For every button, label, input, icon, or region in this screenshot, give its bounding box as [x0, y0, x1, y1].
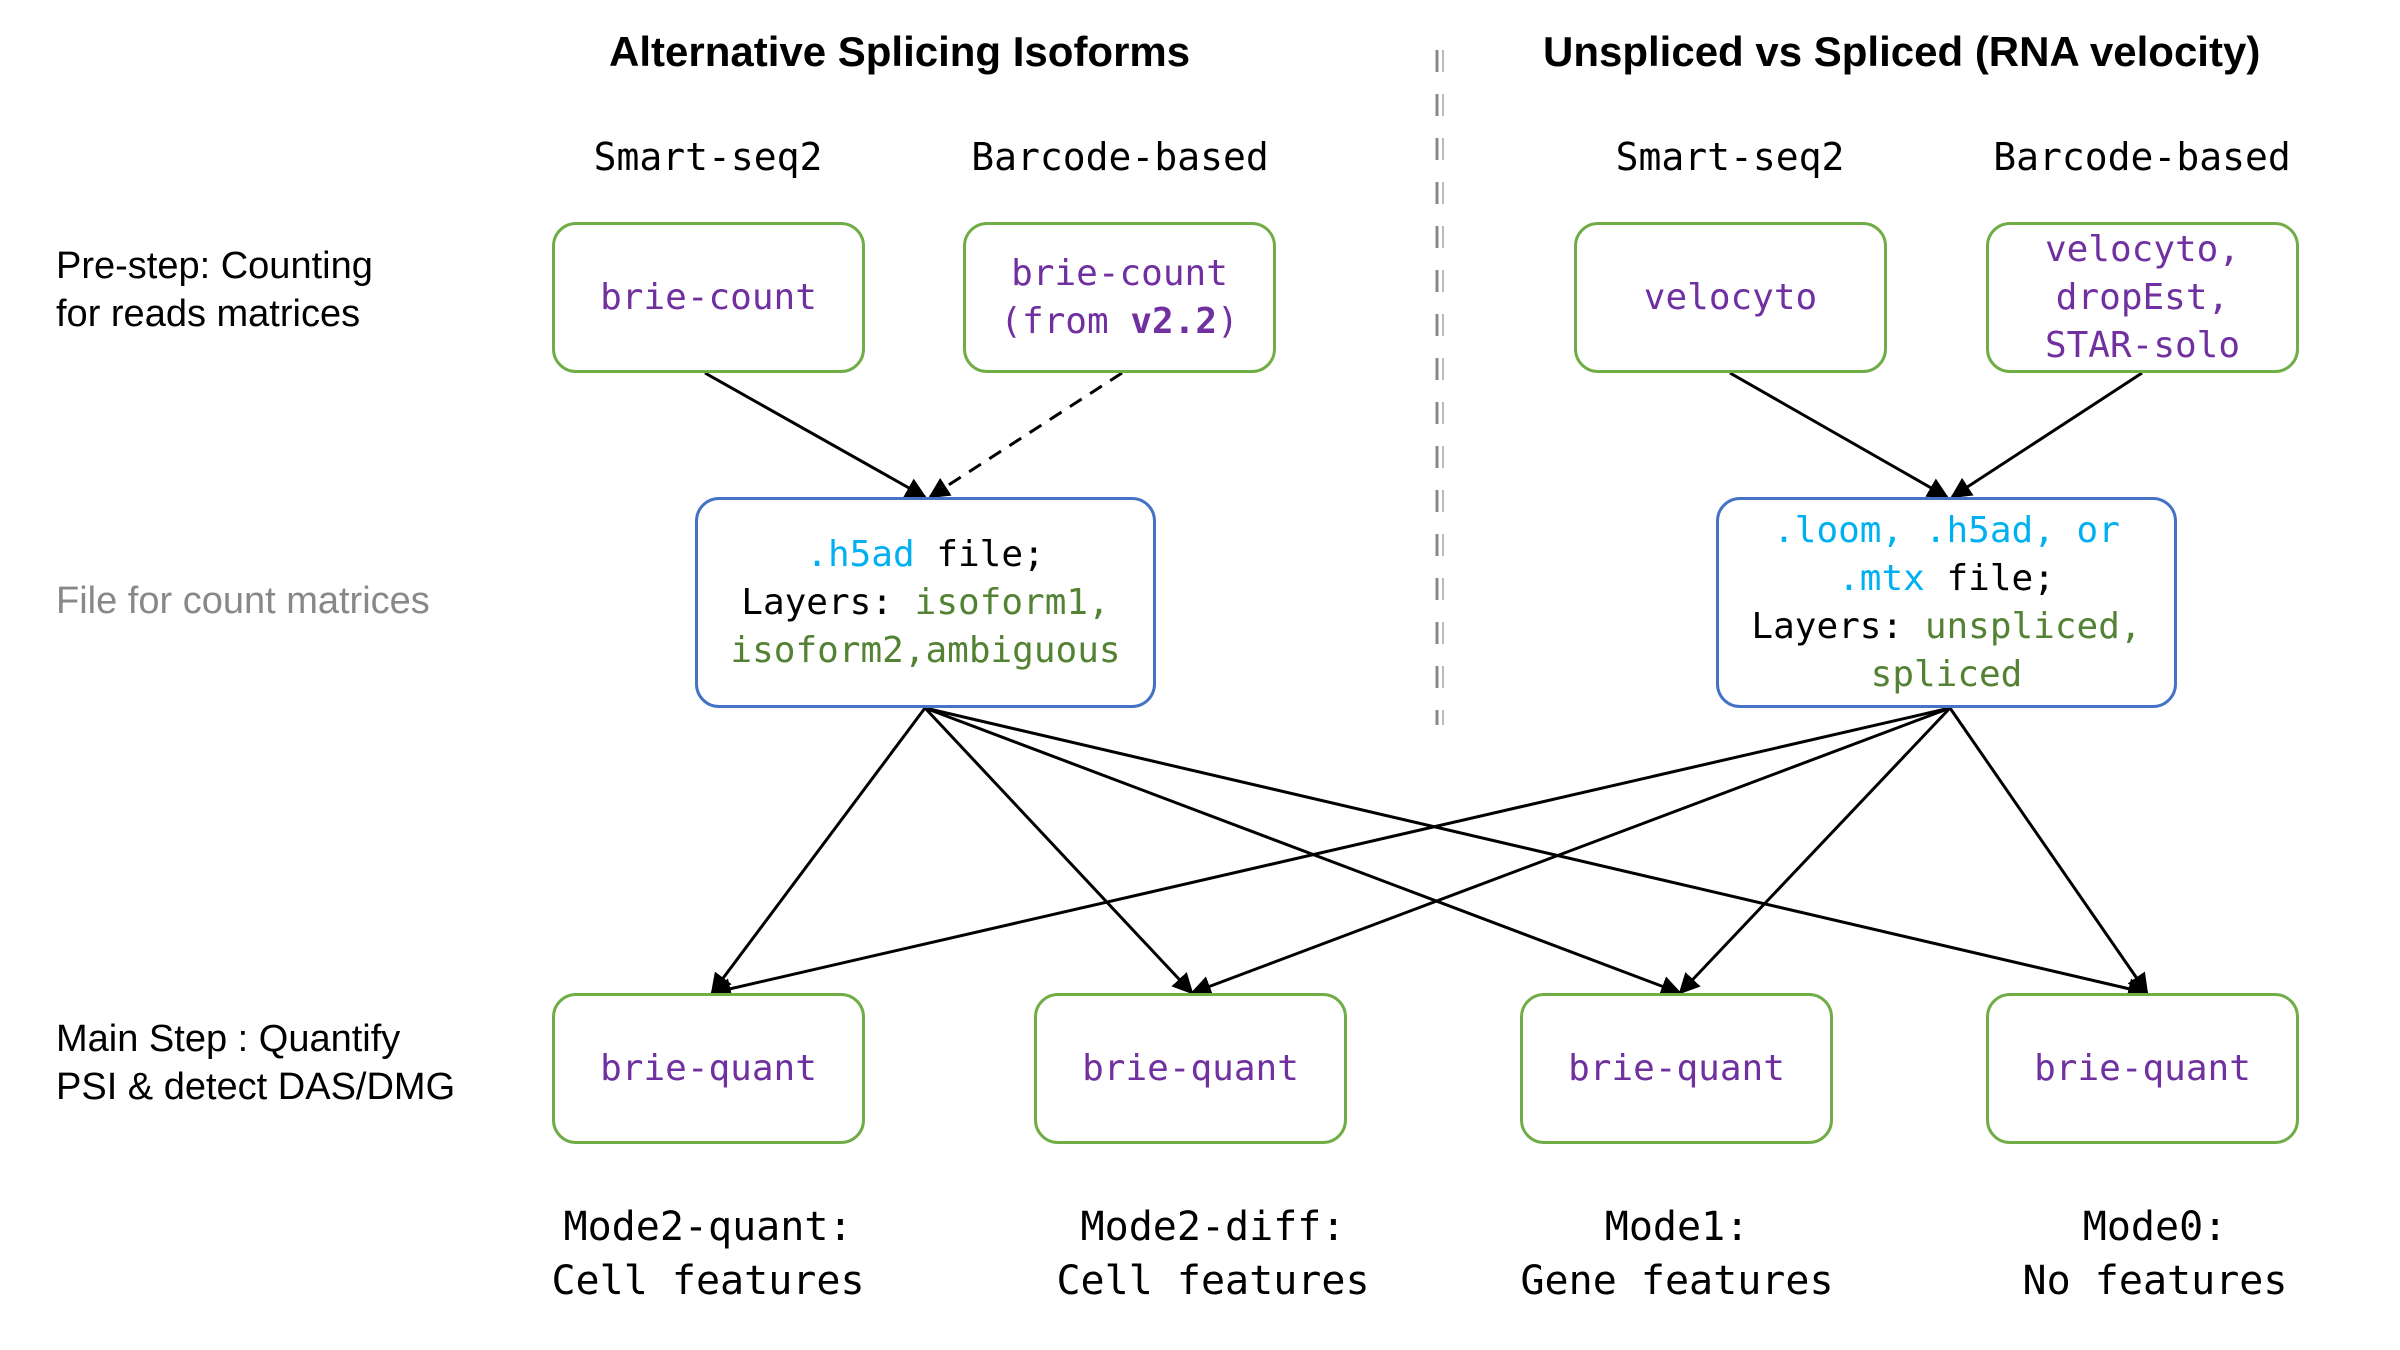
header-right-barcode: Barcode-based — [1993, 135, 2291, 179]
mode-description: Cell features — [1056, 1258, 1370, 1304]
row-label-main-line1: Main Step : Quantify — [56, 1018, 401, 1060]
arrow-briecount-barcode-to-h5ad-dashed — [928, 371, 1123, 499]
arrow-loom-to-mode2diff — [1190, 706, 1951, 997]
header-left-barcode: Barcode-based — [971, 135, 1269, 179]
h5ad-layer-isoform1: isoform1, — [914, 581, 1110, 623]
arrow-velocyto-barcode-to-loom — [1950, 371, 2143, 499]
brie-count-smartseq-box: brie-count — [552, 222, 865, 373]
mode-label-mode2quant: Mode2-quant: Cell features — [551, 1200, 864, 1308]
velocyto-smartseq-box: velocyto — [1574, 222, 1887, 373]
arrow-loom-to-mode0 — [1948, 707, 2149, 995]
brie-count-label: brie-count — [600, 276, 817, 318]
mode-label-mode1: Mode1: Gene features — [1520, 1200, 1833, 1308]
h5ad-file-word: file; — [914, 533, 1045, 575]
arrow-loom-to-mode2quant — [709, 706, 1951, 999]
arrow-h5ad-to-mode2quant — [710, 707, 927, 995]
brie-count-version: v2.2 — [1130, 300, 1218, 342]
velocyto-barcode-line3: STAR-solo — [2044, 324, 2241, 366]
loom-extensions: .loom, .h5ad, or — [1773, 509, 2120, 551]
brie-count-barcode-box: brie-count (from v2.2) — [963, 222, 1276, 373]
h5ad-layers-label: Layers: — [741, 581, 915, 623]
row-label-prestep-line1: Pre-step: Counting — [56, 245, 373, 287]
arrow-h5ad-to-mode0 — [924, 706, 2150, 999]
arrow-h5ad-to-mode1 — [924, 706, 1682, 997]
mode-label-mode0: Mode0: No features — [2023, 1200, 2288, 1308]
row-label-file: File for count matrices — [56, 580, 430, 622]
mode-name: Mode1: — [1604, 1204, 1750, 1250]
row-label-main-line2: PSI & detect DAS/DMG — [56, 1066, 456, 1108]
velocyto-barcode-line1: velocyto, — [2044, 228, 2241, 270]
mode-name: Mode2-diff: — [1080, 1204, 1346, 1250]
title-alternative-splicing: Alternative Splicing Isoforms — [609, 28, 1191, 75]
mode-description: No features — [2022, 1258, 2288, 1304]
mode-name: Mode0: — [2082, 1204, 2228, 1250]
arrow-h5ad-to-mode2diff — [923, 706, 1194, 995]
brie-count-barcode-line1: brie-count — [1011, 252, 1228, 294]
loom-layer-spliced: spliced — [1870, 653, 2023, 695]
brie-count-from-text: (from — [1000, 300, 1131, 342]
loom-line3: Layers: unspliced, — [1751, 603, 2141, 651]
mode-label-mode2diff: Mode2-diff: Cell features — [1056, 1200, 1369, 1308]
velocyto-barcode-line2: dropEst, — [2055, 276, 2230, 318]
row-label-prestep: Pre-step: Counting for reads matrices — [56, 242, 373, 338]
brie-quant-box-mode2quant: brie-quant — [552, 993, 865, 1144]
mtx-file-word: file; — [1924, 557, 2055, 599]
arrow-velocyto-to-loom — [1729, 371, 1949, 499]
mode-description: Gene features — [1520, 1258, 1834, 1304]
velocyto-label: velocyto — [1643, 276, 1818, 318]
brie-quant-label: brie-quant — [1568, 1047, 1785, 1089]
brie-quant-label: brie-quant — [2034, 1047, 2251, 1089]
h5ad-line1: .h5ad file; — [806, 531, 1044, 579]
brie-quant-box-mode0: brie-quant — [1986, 993, 2299, 1144]
velocyto-barcode-box: velocyto, dropEst, STAR-solo — [1986, 222, 2299, 373]
brie-quant-box-mode1: brie-quant — [1520, 993, 1833, 1144]
mode-description: Cell features — [551, 1258, 865, 1304]
mtx-extension: .mtx — [1838, 557, 1925, 599]
arrow-loom-to-mode1 — [1678, 706, 1952, 995]
h5ad-line2: Layers: isoform1, — [741, 579, 1109, 627]
brie-count-close-paren: ) — [1217, 300, 1239, 342]
row-label-main-step: Main Step : Quantify PSI & detect DAS/DM… — [56, 1015, 455, 1111]
brie-quant-label: brie-quant — [600, 1047, 817, 1089]
header-left-smartseq2: Smart-seq2 — [593, 135, 823, 179]
arrow-briecount-to-h5ad — [704, 371, 927, 499]
title-rna-velocity: Unspliced vs Spliced (RNA velocity) — [1543, 28, 2261, 75]
brie-quant-label: brie-quant — [1082, 1047, 1299, 1089]
loom-layers-label: Layers: — [1751, 605, 1925, 647]
brie-count-barcode-line2: (from v2.2) — [1000, 298, 1238, 346]
h5ad-extension: .h5ad — [806, 533, 915, 575]
loom-file-box: .loom, .h5ad, or .mtx file; Layers: unsp… — [1716, 497, 2177, 708]
header-right-smartseq2: Smart-seq2 — [1615, 135, 1845, 179]
loom-layer-unspliced: unspliced, — [1924, 605, 2142, 647]
brie-quant-box-mode2diff: brie-quant — [1034, 993, 1347, 1144]
h5ad-file-box: .h5ad file; Layers: isoform1, isoform2,a… — [695, 497, 1156, 708]
loom-line2: .mtx file; — [1838, 555, 2055, 603]
h5ad-layer-isoform2-ambiguous: isoform2,ambiguous — [730, 629, 1121, 671]
row-label-prestep-line2: for reads matrices — [56, 293, 361, 335]
mode-name: Mode2-quant: — [563, 1204, 853, 1250]
